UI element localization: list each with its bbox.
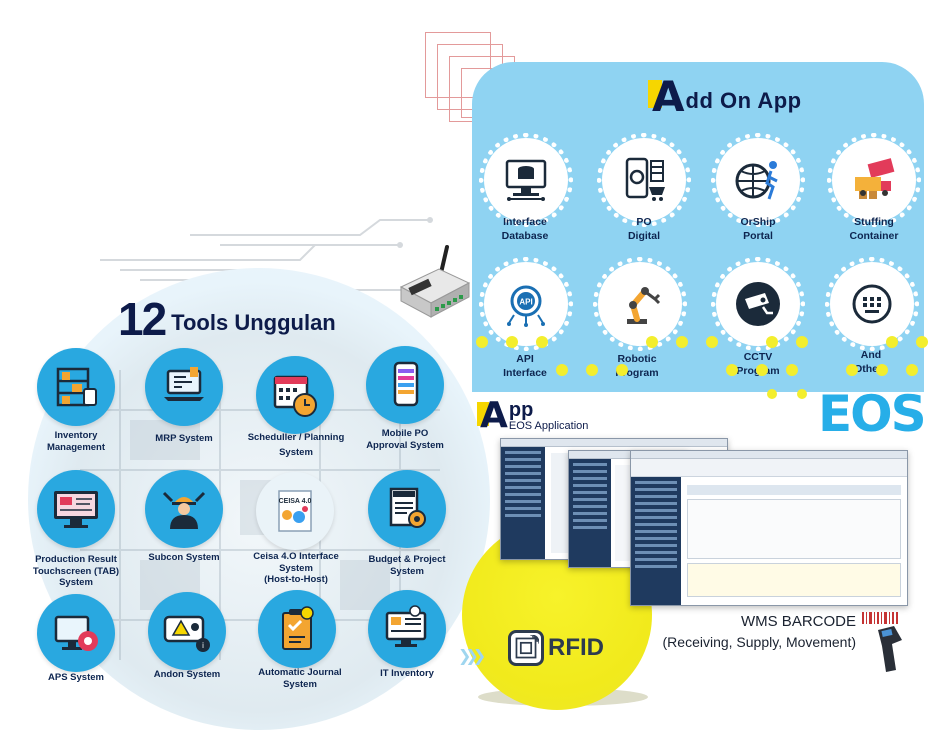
svg-text:i: i [202, 641, 204, 650]
truck-boxes-icon [827, 133, 921, 227]
barcode-icon [862, 612, 898, 624]
tool-label-aps-system: APS System [48, 672, 104, 683]
svg-text:API: API [519, 298, 532, 307]
wms-barcode-caption: WMS BARCODE (Receiving, Supply, Movement… [624, 612, 856, 652]
database-server-icon [479, 133, 573, 227]
tool-label-subcon-system: Subcon System [148, 552, 220, 563]
mrp-laptop-icon [145, 348, 223, 426]
rfid-chip-icon [508, 630, 544, 666]
app-title-rest: pp [508, 399, 534, 421]
tool-label-andon-system: Andon System [153, 669, 221, 680]
app-title: A pp EOS Application [477, 398, 589, 434]
inventory-shelf-icon [37, 348, 115, 426]
tool-label-it-inventory: IT Inventory [380, 668, 434, 679]
rfid-text: RFID [548, 634, 604, 661]
worker-tools-icon [145, 470, 223, 548]
it-inventory-monitor-icon [368, 590, 446, 668]
calendar-clock-icon [256, 356, 334, 434]
journal-clipboard-icon [258, 590, 336, 668]
api-icon: API [479, 257, 573, 351]
robot-arm-icon [593, 257, 687, 351]
cctv-camera-icon [711, 257, 805, 351]
chevrons-decoration: ❯❯❯ [458, 648, 486, 665]
eos-logo: EOS [818, 385, 927, 443]
barcode-scanner-icon [878, 626, 902, 672]
app-subtitle: EOS Application [508, 420, 589, 432]
andon-display-icon: i [148, 592, 226, 670]
rfid-logo: RFID [508, 630, 604, 666]
globe-runner-icon [711, 133, 805, 227]
keypad-icon [825, 257, 919, 351]
app-screenshot-window-front [630, 450, 908, 606]
yellow-dots-decoration [476, 336, 928, 399]
project-document-gear-icon [368, 470, 446, 548]
touchscreen-monitor-icon [37, 470, 115, 548]
wms-line1: WMS BARCODE [740, 613, 856, 630]
tools-title-number: 12 [116, 293, 167, 345]
mobile-cart-icon [597, 133, 691, 227]
svg-text:CEISA 4.0: CEISA 4.0 [279, 498, 312, 505]
addon-app-title: A dd On App [648, 76, 802, 118]
iot-device-image [399, 245, 471, 318]
addon-title-rest: dd On App [685, 88, 802, 113]
addon-title-letter: A [648, 76, 685, 118]
mobile-phone-icon [366, 346, 444, 424]
tool-label-mrp-system: MRP System [155, 433, 213, 444]
addon-label-cctv-program: CCTVProgram [736, 351, 779, 377]
app-title-letter: A [477, 398, 508, 434]
tools-title-rest: Tools Unggulan [171, 310, 336, 335]
ceisa-document-icon: CEISA 4.0 [256, 472, 334, 550]
aps-monitor-gear-icon [37, 594, 115, 672]
tools-title: 12 Tools Unggulan [116, 293, 336, 345]
wms-line2: (Receiving, Supply, Movement) [662, 634, 856, 650]
